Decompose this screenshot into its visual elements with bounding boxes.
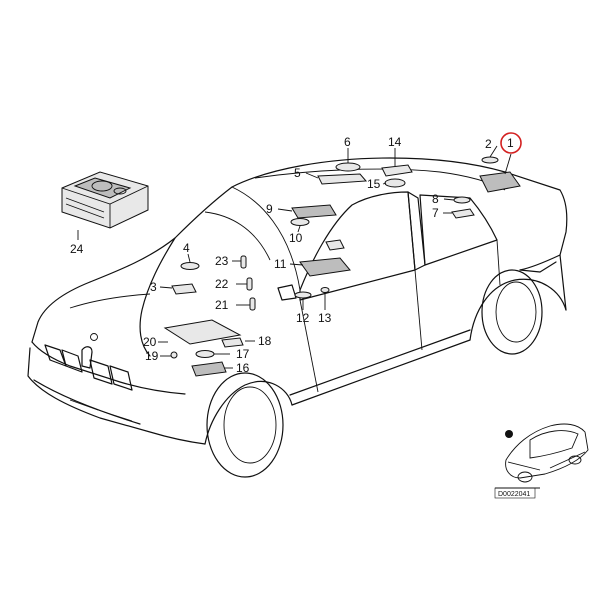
callout-19: 19: [145, 349, 159, 363]
car-outline: [27, 157, 568, 478]
part-3: [171, 283, 197, 295]
callout-7: 7: [432, 206, 439, 220]
part-17: [195, 350, 215, 358]
callout-24: 24: [70, 242, 84, 256]
part-8: [453, 196, 471, 204]
callout-14: 14: [388, 135, 402, 149]
part-21: [249, 297, 256, 311]
part-4: [180, 262, 200, 270]
leader-lines: [77, 145, 512, 369]
part-6: [335, 162, 361, 172]
part-15: [384, 178, 406, 188]
part-16: [191, 361, 227, 377]
callout-17: 17: [236, 347, 250, 361]
highlight-circle: [500, 132, 522, 154]
part-24-light-unit: [61, 171, 149, 229]
callout-5: 5: [294, 166, 301, 180]
part-19: [170, 351, 178, 359]
callout-1: 1: [507, 136, 514, 150]
callout-21: 21: [215, 298, 229, 312]
callout-9: 9: [266, 202, 273, 216]
part-23: [240, 255, 247, 269]
callout-10: 10: [289, 231, 303, 245]
part-14: [381, 164, 413, 177]
part-2: [481, 156, 499, 164]
thumbnail-car: D0022041: [494, 423, 589, 499]
part-13: [320, 287, 330, 293]
callout-13: 13: [318, 311, 332, 325]
callout-3: 3: [150, 280, 157, 294]
part-1: [479, 171, 521, 193]
part-12: [294, 291, 312, 299]
part-9: [291, 204, 337, 219]
callout-11: 11: [274, 257, 287, 271]
reference-box: [494, 487, 536, 499]
part-11: [299, 257, 351, 277]
callout-4: 4: [183, 241, 190, 255]
callout-8: 8: [432, 192, 439, 206]
part-10: [290, 218, 310, 226]
callout-23: 23: [215, 254, 229, 268]
part-18: [221, 337, 244, 348]
callout-16: 16: [236, 361, 250, 375]
callout-12: 12: [296, 311, 310, 325]
part-7: [451, 208, 475, 219]
callout-22: 22: [215, 277, 229, 291]
part-5: [317, 173, 368, 185]
callout-15: 15: [367, 177, 381, 191]
callout-6: 6: [344, 135, 351, 149]
callout-18: 18: [258, 334, 272, 348]
reference-code: D0022041: [498, 491, 530, 498]
part-20: [163, 319, 242, 345]
thumbnail-bullet: [505, 430, 513, 438]
part-22: [246, 277, 253, 291]
callout-2: 2: [485, 137, 492, 151]
callout-20: 20: [143, 335, 157, 349]
callout-labels: 1 2 3 4 5 6 7 8 9 10 11 12 13 14 15 16 1…: [70, 132, 522, 375]
